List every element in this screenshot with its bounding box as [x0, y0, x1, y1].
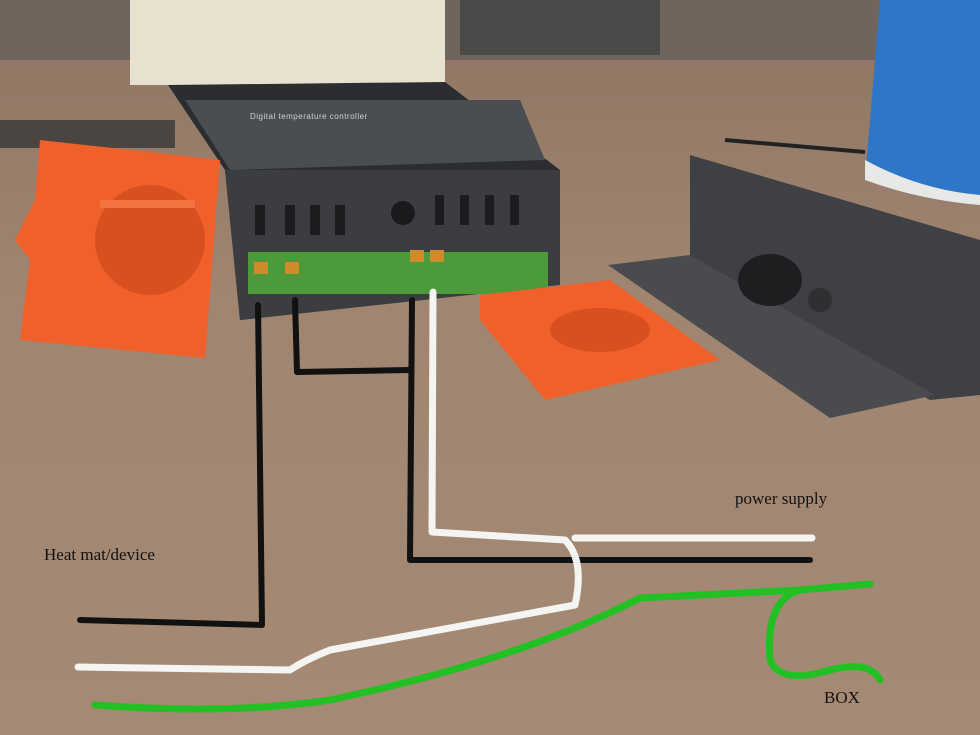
- metal-ruler: [0, 120, 175, 148]
- black-wire-heat-mat: [77, 302, 265, 628]
- can-rim: [865, 160, 980, 205]
- orange-mounting-clip: [15, 140, 220, 358]
- controller-label: Digital temperature controller: [250, 112, 368, 121]
- black-wire-power: [407, 297, 813, 563]
- can: [865, 0, 980, 205]
- sensor-jack: [391, 201, 415, 225]
- box-label: BOX: [824, 688, 860, 707]
- black-wire-bridge: [292, 297, 413, 375]
- background-box: [130, 0, 445, 85]
- heat-mat-label: Heat mat/device: [44, 545, 155, 564]
- power-supply-label: power supply: [735, 489, 828, 508]
- wiring-annotation: [74, 288, 884, 713]
- orange-mounting-clip: [480, 280, 720, 400]
- white-wire: [74, 288, 582, 674]
- background-objects: [460, 0, 660, 55]
- metal-bracket: [608, 155, 980, 418]
- black-rod: [724, 138, 866, 154]
- green-ground-wire: [91, 580, 884, 713]
- temperature-controller: [168, 82, 560, 320]
